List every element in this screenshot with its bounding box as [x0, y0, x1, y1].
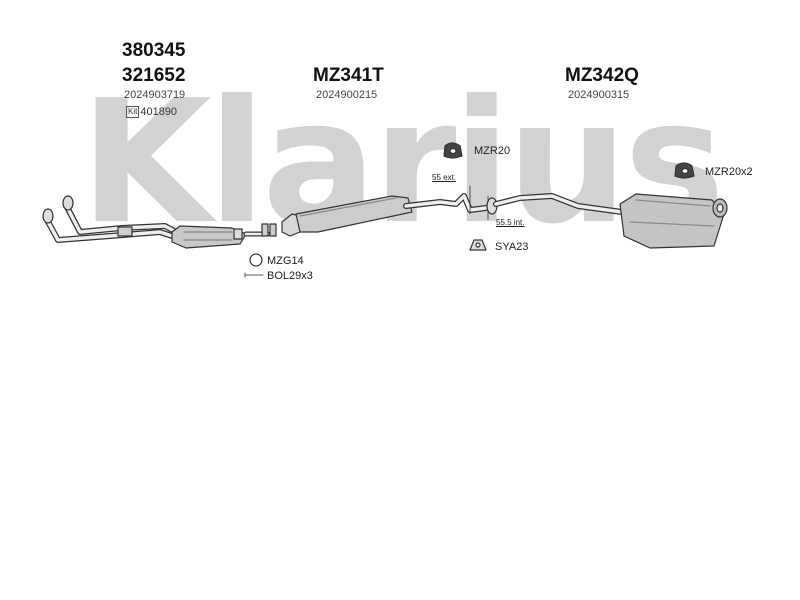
kit-tag: Kit — [126, 106, 140, 118]
rubber-hanger-icon-mzr20 — [443, 142, 463, 159]
oem-number-mz341t: 2024900215 — [316, 89, 378, 101]
dimension-int-label: 55.5 int. — [496, 218, 525, 227]
gasket-ring-icon — [249, 253, 263, 267]
brand-watermark: Klarius — [80, 64, 725, 262]
fitting-label-sya23: SYA23 — [495, 241, 529, 253]
mzg14-gasket-part — [261, 223, 277, 237]
part-number-mz341t: MZ341T — [313, 65, 384, 86]
kit-reference: Kit 401890 — [126, 106, 177, 118]
catalytic-converter — [171, 225, 271, 249]
part-number-mz342q: MZ342Q — [565, 65, 639, 86]
kit-number: 401890 — [140, 106, 178, 118]
bolt-icon — [244, 272, 264, 278]
part-number-321652: 321652 — [122, 65, 186, 86]
rear-silencer — [486, 193, 728, 249]
front-downpipe — [42, 195, 183, 243]
dimension-ext-label: 55 ext. — [432, 173, 457, 182]
part-number-380345: 380345 — [122, 40, 186, 61]
fitting-label-bol29x3: BOL29x3 — [267, 270, 313, 282]
centre-silencer — [281, 193, 489, 237]
dimension-lines — [469, 185, 489, 221]
fitting-label-mzr20: MZR20 — [474, 145, 511, 157]
oem-number-321652: 2024903719 — [124, 89, 186, 101]
rubber-hanger-icon-mzr20x2 — [674, 162, 695, 179]
mounting-bracket-icon-sya23 — [469, 239, 487, 251]
fitting-label-mzg14: MZG14 — [267, 255, 304, 267]
fitting-label-mzr20x2: MZR20x2 — [705, 166, 753, 178]
oem-number-mz342q: 2024900315 — [568, 89, 630, 101]
